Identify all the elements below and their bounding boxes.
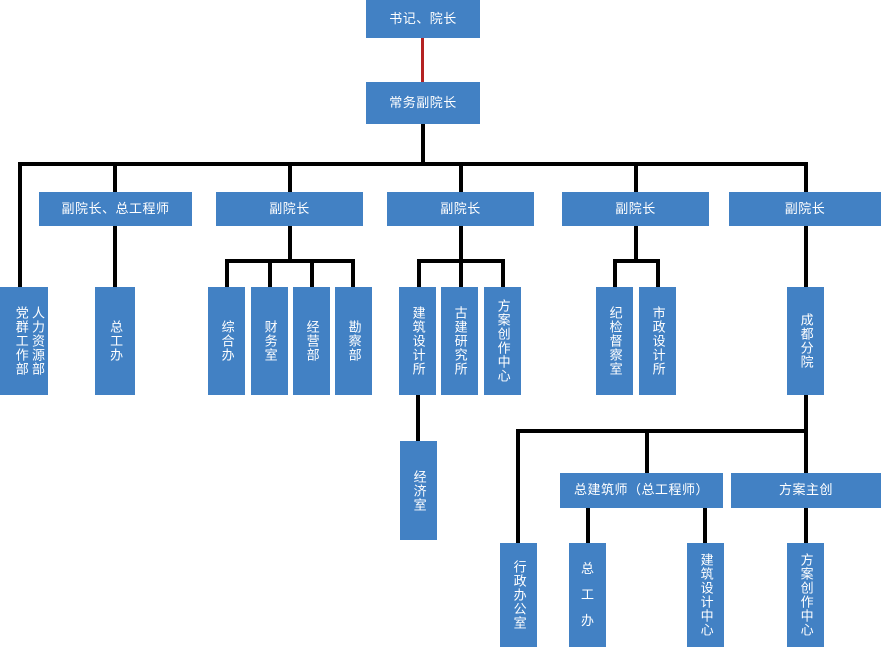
connector-drop-municipal-design-institute — [656, 259, 660, 287]
connector-chengdu-stem — [804, 395, 808, 432]
node-scheme-lead[interactable]: 方案主创 — [731, 473, 881, 508]
node-chief-engineer-office[interactable]: 总工办 — [95, 287, 135, 395]
connector-drop-vp-chief-engineer — [113, 162, 117, 192]
connector-drop-architecture-institute — [417, 259, 421, 287]
node-hr-and-party-depts[interactable]: 人力资源部 党群工作部 — [0, 287, 48, 395]
connector-drop-finance-office — [268, 259, 272, 287]
connector-vp-supervision-stem — [634, 226, 638, 263]
connector-drop-scheme-creation-center — [501, 259, 505, 287]
node-vp-design[interactable]: 副院长 — [387, 192, 534, 226]
connector-branch-bus — [516, 429, 808, 433]
connector-drop-chief-architect — [645, 429, 649, 473]
node-vp-branch[interactable]: 副院长 — [729, 192, 881, 226]
connector-drop-general-office — [225, 259, 229, 287]
node-scheme-creation-center[interactable]: 方案创作中心 — [484, 287, 521, 395]
node-survey-dept[interactable]: 勘察部 — [335, 287, 372, 395]
stack-char-3: 办 — [580, 613, 594, 628]
node-municipal-design-institute[interactable]: 市政设计所 — [639, 287, 676, 395]
node-executive-deputy[interactable]: 常务副院长 — [366, 82, 480, 124]
connector-drop-hr-party — [18, 162, 22, 287]
node-ancient-architecture-institute[interactable]: 古建研究所 — [441, 287, 478, 395]
node-finance-office[interactable]: 财务室 — [251, 287, 288, 395]
node-operations-dept[interactable]: 经营部 — [293, 287, 330, 395]
connector-chief-architect-to-engineer-office — [586, 508, 590, 544]
node-general-office[interactable]: 综合办 — [208, 287, 245, 395]
connector-drop-ancient-architecture-institute — [459, 259, 463, 287]
node-vp-admin[interactable]: 副院长 — [216, 192, 363, 226]
connector-level2-bus — [18, 162, 808, 166]
connector-drop-vp-supervision — [634, 162, 638, 192]
connector-scheme-lead-to-center — [804, 508, 808, 544]
node-root[interactable]: 书记、院长 — [366, 0, 480, 38]
connector-vp-design-stem — [459, 226, 463, 263]
node-branch-scheme-center[interactable]: 方案创作中心 — [787, 543, 824, 647]
connector-vp-admin-bus — [225, 259, 355, 263]
connector-vp-admin-stem — [288, 226, 292, 263]
node-chengdu-branch[interactable]: 成都分院 — [787, 287, 824, 395]
connector-executive-deputy-stem — [421, 124, 425, 165]
connector-drop-vp-admin — [288, 162, 292, 192]
connector-drop-survey-dept — [351, 259, 355, 287]
connector-architecture-to-economics — [416, 395, 420, 441]
connector-drop-discipline-inspection-office — [613, 259, 617, 287]
connector-drop-vp-design — [459, 162, 463, 192]
node-vp-chief-engineer[interactable]: 副院长、总工程师 — [39, 192, 192, 226]
connector-vp-branch-to-chengdu — [804, 226, 808, 287]
connector-vp-chief-engineer-to-office — [113, 226, 117, 287]
connector-drop-vp-branch — [804, 162, 808, 192]
node-vp-supervision[interactable]: 副院长 — [562, 192, 709, 226]
connector-drop-branch-admin-office — [516, 429, 520, 543]
node-branch-architecture-center[interactable]: 建筑设计中心 — [687, 543, 724, 647]
node-chief-architect[interactable]: 总建筑师（总工程师） — [560, 473, 723, 508]
connector-vp-supervision-bus — [613, 259, 660, 263]
node-discipline-inspection-office[interactable]: 纪检督察室 — [596, 287, 633, 395]
connector-drop-scheme-lead — [804, 429, 808, 473]
connector-drop-operations-dept — [310, 259, 314, 287]
connector-chief-architect-to-architecture-center — [703, 508, 707, 544]
node-architecture-institute[interactable]: 建筑设计所 — [399, 287, 436, 395]
node-branch-admin-office[interactable]: 行政办公室 — [500, 543, 537, 647]
node-branch-chief-engineer-office[interactable]: 总 工 办 — [569, 543, 606, 647]
stack-char-2: 工 — [580, 587, 594, 602]
connector-root-to-executive-deputy — [421, 38, 424, 82]
stack-char-1: 总 — [580, 561, 594, 576]
node-economics-office[interactable]: 经济室 — [400, 441, 437, 540]
